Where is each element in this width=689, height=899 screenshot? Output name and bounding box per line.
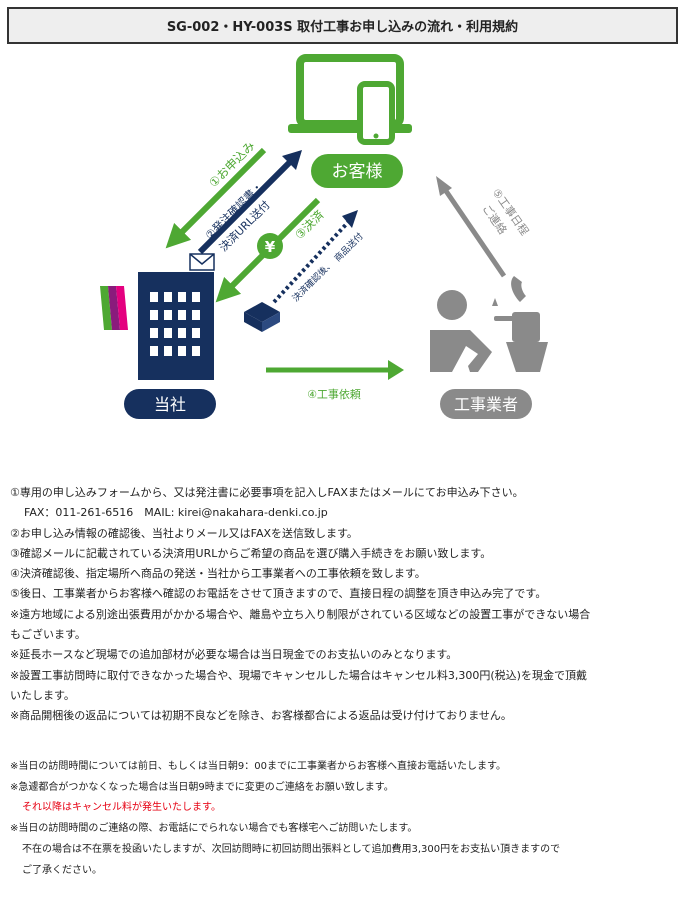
confirm-arrow (197, 153, 299, 255)
shipping-arrowhead (342, 210, 358, 228)
schedule-arrowhead (436, 176, 452, 196)
apply-arrow (165, 147, 267, 249)
customer-label-bg (311, 154, 403, 188)
building-icon (138, 272, 214, 380)
note-line: ⑤後日、工事業者からお客様へ確認のお電話をさせて頂きますので、直接日程の調整を頂… (10, 587, 547, 601)
package-icon (244, 302, 280, 332)
customer-label: お客様 (332, 162, 383, 182)
shipping-label-1: 決済確認後、 (290, 257, 337, 304)
order-label: ④工事依頼 (307, 388, 361, 401)
confirm-arrowhead (282, 150, 302, 170)
phone-icon (511, 276, 526, 302)
company-label: 当社 (154, 395, 186, 414)
contractor-icon (430, 290, 548, 372)
note-line: ②お申し込み情報の確認後、当社よりメール又はFAXを送信致します。 (10, 526, 358, 540)
note-line: ※設置工事訪問時に取付できなかった場合や、現場でキャンセルした場合はキャンセル料… (10, 668, 587, 682)
note-line: ※遠方地域による別途出張費用がかかる場合や、離島や立ち入り制限がされている区域な… (10, 607, 591, 621)
yen-icon (257, 233, 283, 259)
contractor-label: 工事業者 (454, 395, 518, 414)
flow-diagram: お客様 当社 工事業者 ①お申込み ②発注確認書・ 決済URL送付 (100, 54, 548, 419)
note-line: ③確認メールに記載されている決済用URLからご希望の商品を選び購入手続きをお願い… (10, 546, 492, 560)
visit-note-line: ご了承ください。 (22, 864, 102, 876)
shipping-arrow (272, 216, 354, 304)
envelope-icon (189, 253, 215, 271)
laptop-phone-icon (288, 54, 412, 145)
note-line: ※商品開梱後の返品については初期不良などを除き、お客様都合による返品は受け付けて… (10, 709, 512, 723)
order-arrowhead (388, 360, 404, 380)
visit-note-line: 不在の場合は不在票を投函いたしますが、次回訪問時に初回訪問出張料として追加費用3… (22, 843, 561, 855)
note-line: いたします。 (10, 688, 75, 702)
visit-note-line: ※急遽都合がつかなくなった場合は当日朝9時までに変更のご連絡をお願い致します。 (10, 781, 394, 793)
visit-note-line: ※当日の訪問時間については前日、もしくは当日朝9：00までに工事業者からお客様へ… (10, 761, 506, 772)
company-label-bg (124, 389, 216, 419)
note-contact: FAX：011-261-6516 MAIL: kirei@nakahara-de… (24, 506, 328, 520)
cancel-fee-warning: それ以降はキャンセル料が発生いたします。 (22, 802, 221, 814)
visit-note-line: ※当日の訪問時間のご連絡の際、お電話にでられない場合でも客様宅へご訪問いたします… (10, 823, 418, 835)
schedule-arrow (441, 186, 507, 278)
note-line: ④決済確認後、指定場所へ商品の発送・当社から工事業者への工事依頼を致します。 (10, 567, 426, 581)
procedure-notes: ①専用の申し込みフォームから、又は発注書に必要事項を記入しFAXまたはメールにて… (10, 483, 682, 727)
contractor-label-bg (440, 389, 532, 419)
visit-notes: ※当日の訪問時間については前日、もしくは当日朝9：00までに工事業者からお客様へ… (10, 757, 682, 881)
page-title: SG-002・HY-003S 取付工事お申し込みの流れ・利用規約 (7, 7, 678, 44)
yen-symbol: ¥ (265, 238, 276, 256)
note-line: ※延長ホースなど現場での追加部材が必要な場合は当日現金でのお支払いのみとなります… (10, 648, 458, 662)
note-line: もございます。 (10, 628, 86, 642)
company-logo (100, 286, 128, 330)
note-line: ①専用の申し込みフォームから、又は発注書に必要事項を記入しFAXまたはメールにて… (10, 486, 524, 499)
